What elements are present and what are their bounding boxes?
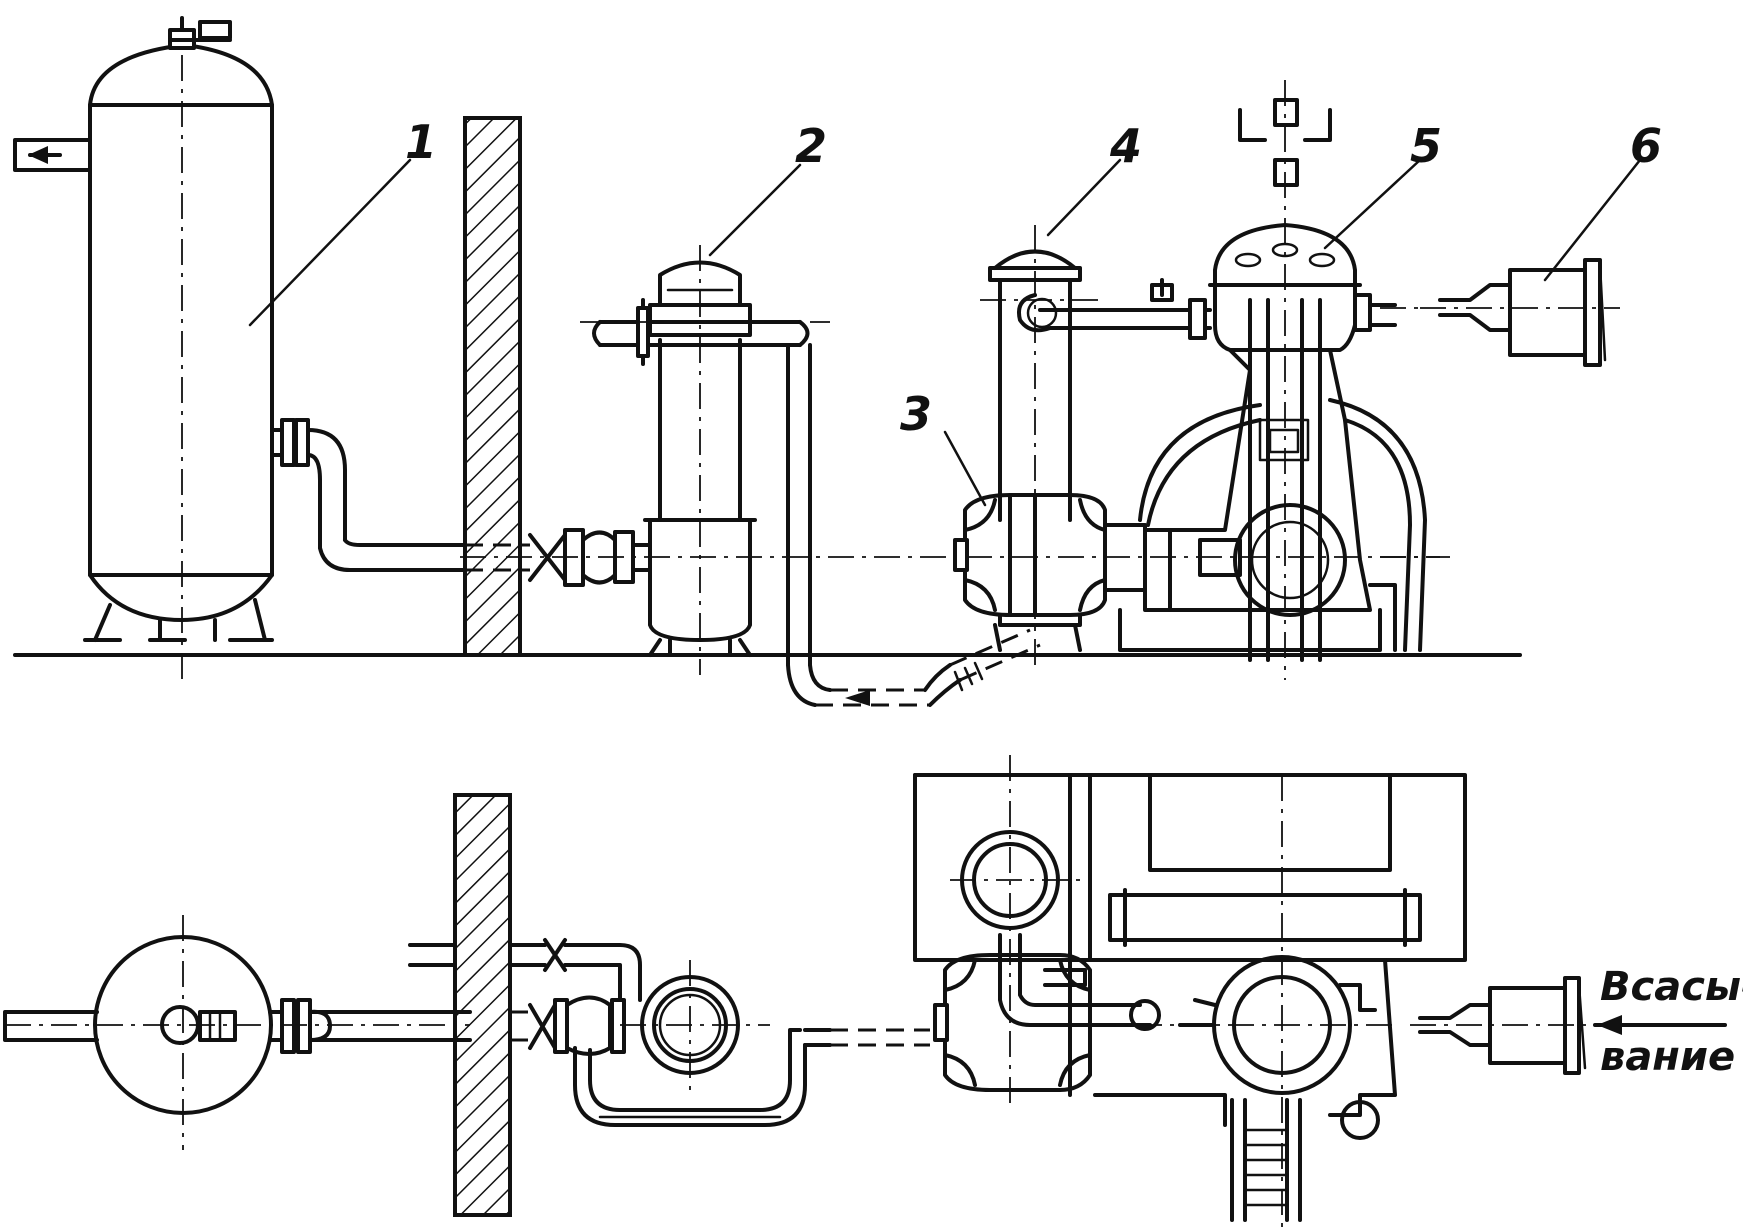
suction-note-line1: Всасы-	[1600, 964, 1743, 1010]
drain-line	[815, 628, 1041, 707]
suction-filter-plan	[1410, 976, 1727, 1075]
air-receiver	[13, 16, 274, 680]
receiver-plan	[3, 915, 472, 1150]
compressor-plan	[913, 755, 1467, 1230]
suction-note-line2: вание	[1600, 1034, 1735, 1080]
label-cylinder: 3	[900, 387, 932, 441]
compressor-5	[1118, 80, 1450, 680]
wall-plan	[453, 793, 512, 1217]
leader-lines	[248, 158, 1642, 507]
label-filter: 6	[1630, 119, 1662, 173]
piping-plan	[408, 938, 930, 1127]
receiver-inlet-pipe	[270, 418, 467, 572]
label-intercooler: 2	[795, 119, 827, 173]
label-receiver: 1	[405, 115, 437, 169]
elevation-view	[13, 16, 1642, 707]
suction-filter-6	[1420, 258, 1620, 367]
wall-elevation	[463, 116, 522, 657]
label-compressor: 5	[1410, 119, 1442, 173]
label-cooler: 4	[1109, 119, 1142, 173]
valve-pipe-elevation	[460, 528, 1440, 587]
intercooler-2	[580, 245, 832, 707]
plan-view	[3, 755, 1727, 1230]
